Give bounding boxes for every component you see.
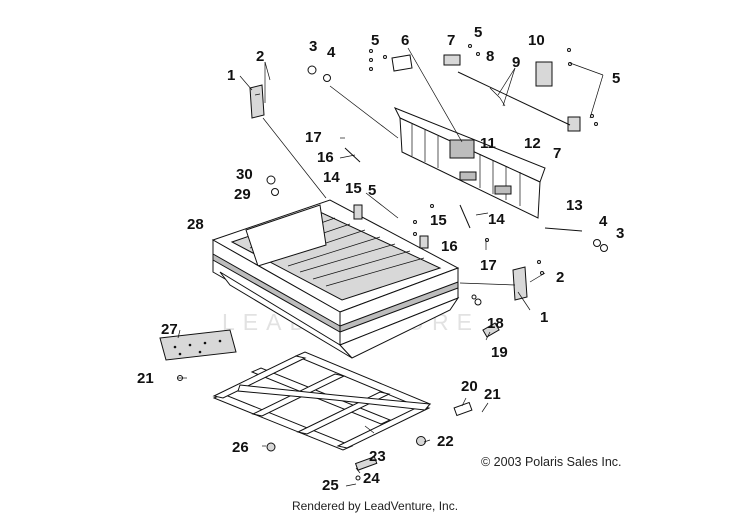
fasteners — [177, 44, 608, 481]
callout-28: 28 — [187, 216, 204, 233]
cargo-box — [211, 199, 460, 359]
footer-credit: Rendered by LeadVenture, Inc. — [291, 499, 459, 513]
callout-1: 1 — [227, 67, 235, 84]
callout-11: 11 — [480, 135, 496, 152]
tailgate — [393, 107, 546, 219]
callout-29: 29 — [234, 186, 251, 203]
callout-5: 5 — [474, 24, 482, 41]
callout-21: 21 — [484, 386, 501, 403]
callout-15: 15 — [345, 180, 362, 197]
callout-27: 27 — [161, 321, 178, 338]
callout-7: 7 — [553, 145, 561, 162]
callout-5: 5 — [368, 182, 376, 199]
callout-5: 5 — [371, 32, 379, 49]
callout-9: 9 — [512, 54, 520, 71]
cable — [489, 87, 506, 107]
callout-5: 5 — [612, 70, 620, 87]
callout-1: 1 — [540, 309, 548, 326]
callout-19: 19 — [491, 344, 508, 361]
copyright-notice: © 2003 Polaris Sales Inc. — [481, 455, 622, 469]
callout-26: 26 — [232, 439, 249, 456]
floor-frame — [212, 351, 432, 451]
hinge-left — [249, 84, 265, 119]
callout-16: 16 — [317, 149, 334, 166]
handle-assembly — [535, 61, 553, 87]
callout-4: 4 — [327, 44, 336, 61]
callout-24: 24 — [363, 470, 380, 487]
plate — [159, 329, 237, 361]
leader-lines — [177, 47, 604, 487]
hinge-right — [512, 266, 528, 301]
callout-23: 23 — [369, 448, 386, 465]
callout-17: 17 — [480, 257, 497, 274]
callout-25: 25 — [322, 477, 339, 494]
pivot-brackets — [353, 204, 500, 471]
latch-left — [443, 54, 461, 66]
callout-14: 14 — [488, 211, 505, 228]
callout-14: 14 — [323, 169, 340, 186]
callout-20: 20 — [461, 378, 478, 395]
callout-18: 18 — [487, 315, 504, 332]
callout-6: 6 — [401, 32, 409, 49]
rod — [344, 71, 583, 232]
callout-21: 21 — [137, 370, 154, 387]
callout-2: 2 — [256, 48, 264, 65]
latch-right — [567, 116, 581, 132]
callout-16: 16 — [441, 238, 458, 255]
callout-3: 3 — [309, 38, 317, 55]
callout-12: 12 — [524, 135, 541, 152]
label-plate — [391, 54, 413, 72]
callout-7: 7 — [447, 32, 455, 49]
callout-22: 22 — [437, 433, 454, 450]
callout-17: 17 — [305, 129, 322, 146]
callout-3: 3 — [616, 225, 624, 242]
callouts: 1 2 3 4 5 6 7 5 8 9 10 5 11 12 7 17 16 1… — [137, 24, 624, 494]
callout-13: 13 — [566, 197, 583, 214]
callout-30: 30 — [236, 166, 253, 183]
callout-10: 10 — [528, 32, 545, 49]
callout-8: 8 — [486, 48, 494, 65]
callout-2: 2 — [556, 269, 564, 286]
callout-15: 15 — [430, 212, 447, 229]
callout-4: 4 — [599, 213, 608, 230]
